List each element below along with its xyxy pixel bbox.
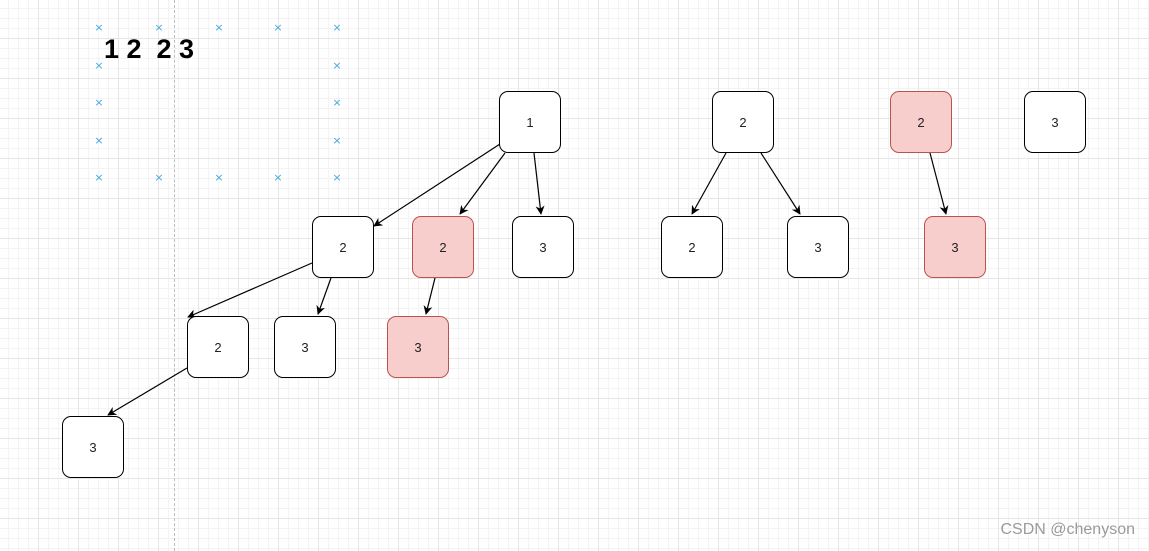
node-label: 3 [951, 239, 959, 255]
edge-arrow [760, 152, 801, 215]
selection-marker: × [154, 171, 164, 184]
node-label: 2 [917, 114, 925, 130]
tree-node-highlighted[interactable]: 3 [387, 316, 449, 378]
node-label: 2 [214, 339, 222, 355]
tree-node[interactable]: 3 [1024, 91, 1086, 153]
edge-arrow [187, 262, 313, 318]
dashed-guide-line [174, 0, 175, 551]
node-label: 2 [688, 239, 696, 255]
selection-marker: × [332, 59, 342, 72]
selection-marker: × [214, 21, 224, 34]
selection-marker: × [94, 96, 104, 109]
tree-node[interactable]: 3 [62, 416, 124, 478]
edge-arrow [316, 277, 332, 315]
node-label: 3 [89, 439, 97, 455]
selection-marker: × [273, 21, 283, 34]
edge-arrow [459, 152, 506, 215]
selection-marker: × [214, 171, 224, 184]
tree-node[interactable]: 3 [512, 216, 574, 278]
node-label: 3 [814, 239, 822, 255]
selection-marker: × [273, 171, 283, 184]
tree-node[interactable]: 2 [312, 216, 374, 278]
edge-arrow [533, 152, 545, 215]
tree-node-highlighted[interactable]: 2 [890, 91, 952, 153]
selection-marker: × [154, 21, 164, 34]
selection-marker: × [332, 96, 342, 109]
edge-arrow [423, 277, 436, 315]
selection-marker: × [94, 59, 104, 72]
tree-node-highlighted[interactable]: 2 [412, 216, 474, 278]
selection-marker: × [94, 171, 104, 184]
selection-marker: × [332, 134, 342, 147]
edge-arrow [929, 152, 949, 215]
watermark: CSDN @chenyson [1000, 521, 1135, 538]
node-label: 1 [526, 114, 534, 130]
tree-node[interactable]: 1 [499, 91, 561, 153]
tree-node[interactable]: 2 [187, 316, 249, 378]
node-label: 2 [339, 239, 347, 255]
edge-arrow [107, 367, 188, 416]
selection-marker: × [332, 171, 342, 184]
edge-arrow [691, 152, 727, 215]
node-label: 3 [539, 239, 547, 255]
tree-node[interactable]: 3 [274, 316, 336, 378]
selection-marker: × [94, 134, 104, 147]
tree-node-highlighted[interactable]: 3 [924, 216, 986, 278]
node-label: 2 [439, 239, 447, 255]
tree-node[interactable]: 3 [787, 216, 849, 278]
node-label: 3 [301, 339, 309, 355]
edge-arrow [373, 143, 501, 227]
node-label: 2 [739, 114, 747, 130]
node-label: 3 [414, 339, 422, 355]
selection-marker: × [332, 21, 342, 34]
sequence-label: 1 2 2 3 [104, 34, 195, 64]
node-label: 3 [1051, 114, 1059, 130]
selection-marker: × [94, 21, 104, 34]
tree-node[interactable]: 2 [712, 91, 774, 153]
tree-node[interactable]: 2 [661, 216, 723, 278]
